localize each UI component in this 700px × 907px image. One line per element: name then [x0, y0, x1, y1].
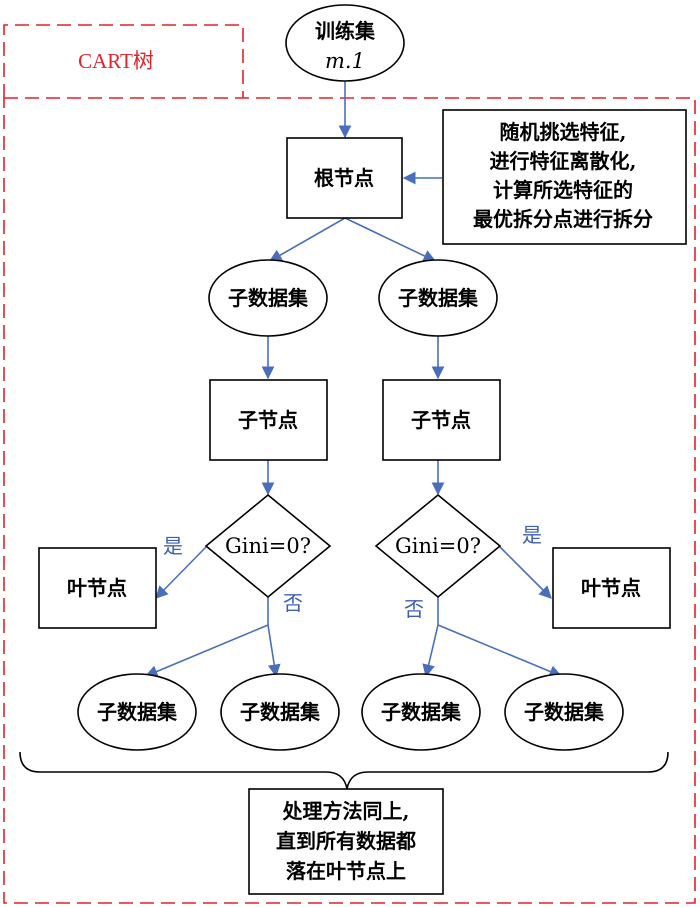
- grouping-brace: [19, 751, 669, 790]
- svg-text:叶节点: 叶节点: [581, 576, 641, 600]
- svg-text:m.1: m.1: [325, 49, 365, 73]
- label-yes-left: 是: [163, 534, 183, 558]
- sub-dataset-bottom-3: 子数据集: [361, 673, 481, 751]
- svg-text:子数据集: 子数据集: [228, 286, 309, 310]
- root-note: 随机挑选特征, 进行特征离散化, 计算所选特征的 最优拆分点进行拆分: [442, 109, 687, 245]
- svg-text:子数据集: 子数据集: [97, 700, 178, 724]
- sub-dataset-left: 子数据集: [208, 259, 328, 337]
- svg-text:最优拆分点进行拆分: 最优拆分点进行拆分: [473, 207, 653, 231]
- edge-left-lr: [267, 624, 281, 678]
- edge-right-rr: [437, 624, 563, 678]
- decision-left: Gini=0?: [204, 493, 332, 599]
- edge-left-ll: [144, 624, 269, 678]
- svg-text:处理方法同上,: 处理方法同上,: [282, 799, 410, 823]
- svg-text:随机挑选特征,: 随机挑选特征,: [500, 120, 627, 144]
- svg-text:计算所选特征的: 计算所选特征的: [493, 178, 633, 202]
- edge-right-rl: [422, 624, 439, 678]
- tree-frame: [3, 97, 696, 904]
- sub-dataset-right: 子数据集: [378, 259, 498, 337]
- svg-text:Gini=0?: Gini=0?: [395, 534, 481, 558]
- label-no-left: 否: [283, 591, 303, 615]
- leaf-node-left: 叶节点: [38, 547, 157, 629]
- leaf-node-right: 叶节点: [552, 547, 671, 629]
- child-node-left: 子节点: [209, 379, 328, 461]
- sub-dataset-bottom-2: 子数据集: [220, 673, 340, 751]
- edge-root-right: [344, 217, 437, 262]
- edge-decisionleft-leaf: [155, 546, 207, 599]
- root-node: 根节点: [286, 137, 403, 219]
- svg-text:直到所有数据都: 直到所有数据都: [276, 829, 416, 853]
- svg-text:子数据集: 子数据集: [398, 286, 479, 310]
- child-node-right: 子节点: [382, 379, 501, 461]
- svg-text:子节点: 子节点: [238, 408, 298, 432]
- training-set-node: 训练集 m.1: [285, 4, 405, 82]
- svg-text:Gini=0?: Gini=0?: [225, 534, 311, 558]
- diagram-title: CART树: [78, 49, 154, 73]
- label-no-right: 否: [404, 597, 424, 621]
- svg-text:子数据集: 子数据集: [524, 700, 605, 724]
- svg-text:子数据集: 子数据集: [381, 700, 462, 724]
- svg-text:根节点: 根节点: [314, 166, 374, 190]
- svg-text:子节点: 子节点: [411, 408, 471, 432]
- sub-dataset-bottom-4: 子数据集: [504, 673, 624, 751]
- svg-text:叶节点: 叶节点: [67, 576, 127, 600]
- title-frame: [3, 24, 244, 98]
- edges: [144, 80, 563, 678]
- decision-right: Gini=0?: [374, 493, 502, 599]
- edge-decisionright-leaf: [499, 546, 552, 599]
- svg-text:子数据集: 子数据集: [240, 700, 321, 724]
- final-note: 处理方法同上, 直到所有数据都 落在叶节点上: [248, 788, 444, 895]
- svg-text:进行特征离散化,: 进行特征离散化,: [490, 149, 637, 173]
- sub-dataset-bottom-1: 子数据集: [77, 673, 197, 751]
- svg-text:落在叶节点上: 落在叶节点上: [286, 859, 406, 883]
- edge-root-left: [268, 217, 346, 262]
- svg-text:训练集: 训练集: [315, 19, 376, 43]
- label-yes-right: 是: [522, 523, 542, 547]
